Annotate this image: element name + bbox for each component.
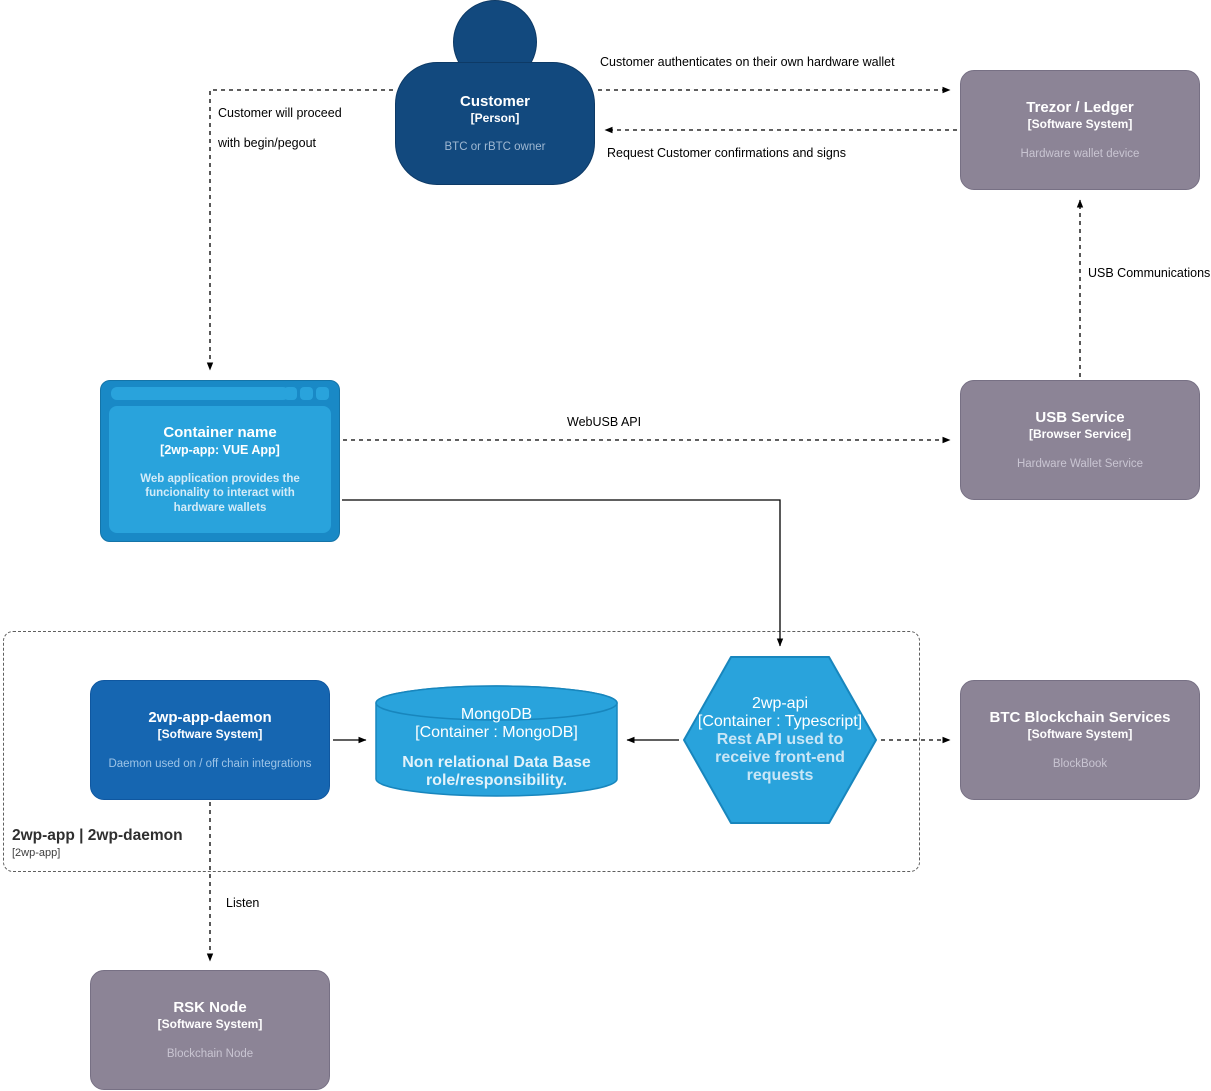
edge-label-listen: Listen	[226, 896, 260, 910]
boundary-label: 2wp-app | 2wp-daemon [2wp-app]	[12, 827, 183, 859]
edge-label-confirmations: Request Customer confirmations and signs	[607, 146, 847, 160]
node-subtitle: [Person]	[470, 110, 520, 125]
node-description: Hardware wallet device	[1020, 147, 1140, 160]
node-trezor-ledger: Trezor / Ledger [Software System] Hardwa…	[960, 70, 1200, 190]
node-description: Daemon used on / off chain integrations	[108, 757, 312, 770]
node-title: MongoDB	[460, 706, 533, 723]
node-subtitle: [Software System]	[1027, 117, 1133, 132]
node-subtitle: [Container : MongoDB]	[415, 724, 578, 741]
node-title: USB Service	[1035, 409, 1125, 427]
browser-window-button	[300, 387, 313, 400]
browser-window-button	[316, 387, 329, 400]
edge-label-authenticate: Customer authenticates on their own hard…	[600, 55, 895, 69]
node-title: BTC Blockchain Services	[989, 709, 1171, 727]
node-2wp-api: 2wp-api [Container : Typescript] Rest AP…	[682, 655, 878, 825]
node-description: Rest API used to receive front-end reque…	[715, 731, 845, 784]
browser-chrome	[101, 381, 339, 405]
node-description: Web application provides the funcionalit…	[140, 473, 300, 514]
node-description: Hardware Wallet Service	[1016, 457, 1144, 470]
node-description: BlockBook	[1052, 757, 1108, 770]
database-cylinder-icon	[375, 685, 618, 797]
node-title: Trezor / Ledger	[1026, 99, 1134, 117]
boundary-subtitle: [2wp-app]	[12, 847, 61, 859]
boundary-title: 2wp-app | 2wp-daemon	[12, 827, 183, 844]
node-title: 2wp-api	[751, 695, 809, 712]
node-title: Container name	[163, 423, 277, 441]
node-subtitle: [Software System]	[157, 727, 263, 742]
browser-content: Container name [2wp-app: VUE App] Web ap…	[109, 406, 331, 533]
node-container-webapp: Container name [2wp-app: VUE App] Web ap…	[100, 380, 340, 542]
node-2wp-app-daemon: 2wp-app-daemon [Software System] Daemon …	[90, 680, 330, 800]
node-title: Customer	[459, 92, 530, 110]
node-usb-service: USB Service [Browser Service] Hardware W…	[960, 380, 1200, 500]
node-title: 2wp-app-daemon	[148, 709, 272, 727]
browser-window-button	[284, 387, 297, 400]
edge-label-proceed-line2: with begin/pegout	[218, 136, 316, 150]
node-subtitle: [Container : Typescript]	[697, 713, 863, 730]
node-subtitle: [Software System]	[157, 1017, 263, 1032]
node-subtitle: [Browser Service]	[1028, 427, 1132, 442]
node-rsk-node: RSK Node [Software System] Blockchain No…	[90, 970, 330, 1090]
node-btc-blockchain-services: BTC Blockchain Services [Software System…	[960, 680, 1200, 800]
node-description: Non relational Data Base role/responsibi…	[402, 754, 591, 789]
node-title: RSK Node	[173, 999, 247, 1017]
node-description: Blockchain Node	[166, 1047, 254, 1060]
edge-label-proceed-line1: Customer will proceed	[218, 106, 342, 120]
node-subtitle: [Software System]	[1027, 727, 1133, 742]
hexagon-icon	[683, 656, 877, 824]
node-customer: Customer [Person] BTC or rBTC owner	[395, 62, 595, 185]
edge-label-webusb-api: WebUSB API	[567, 415, 642, 429]
browser-address-bar	[111, 387, 289, 400]
node-description: BTC or rBTC owner	[444, 141, 546, 154]
node-subtitle: [2wp-app: VUE App]	[160, 442, 280, 457]
edge-label-usb-communications: USB Communications	[1088, 266, 1211, 280]
edge-webapp-api	[342, 499, 784, 647]
edge-customer-webapp	[206, 89, 393, 371]
node-mongodb: MongoDB [Container : MongoDB] Non relati…	[375, 685, 618, 797]
